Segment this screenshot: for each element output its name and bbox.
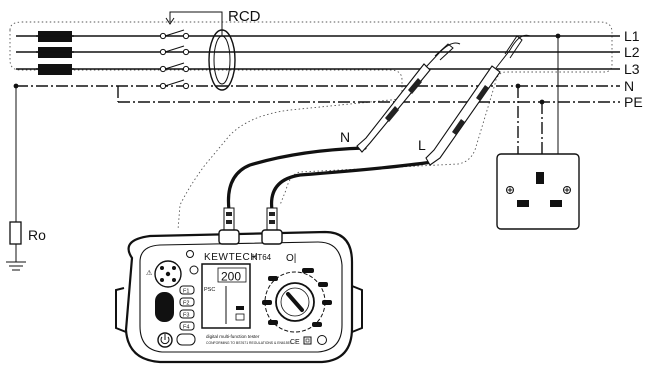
rcd-switch-contacts [159,29,190,90]
svg-text:F1: F1 [183,289,189,295]
model-name: KT64 [252,253,272,262]
lcd-display: 200 PSC [201,263,251,329]
label-l3: L3 [624,61,640,77]
label-pe: PE [624,94,643,110]
double-insulation-icon [303,336,312,345]
function-key-f3[interactable] [179,309,195,319]
function-keys: F1 F2 F3 F4 [179,285,195,331]
display-reading: 200 [221,270,241,284]
earth-touch-pad[interactable] [189,265,199,275]
power-symbol: O| [286,253,296,264]
ro-resistor [9,221,22,245]
bottom-caption-line2: CONFORMING TO BS7671 REGULATIONS & EN615… [206,341,291,345]
probe-n-label: N [340,129,350,145]
rotary-selector[interactable] [262,268,332,333]
rcd-bracket [169,11,223,36]
voltage-warning-icon: ⚠ [146,269,153,277]
svg-text:F4: F4 [183,325,189,331]
socket-outlet [496,153,580,230]
test-button[interactable] [155,292,174,322]
function-key-f4[interactable] [179,321,195,331]
label-l2: L2 [624,44,640,60]
settings-icon [186,250,194,258]
label-n: N [624,78,634,94]
probe-l-label: L [418,137,426,153]
function-key-f1[interactable] [179,285,195,295]
brand-name: KEWTECH [204,252,258,263]
ce-mark: CE [290,339,300,346]
svg-text:F3: F3 [183,313,189,319]
cat-rating-icon [317,335,327,345]
ro-label: Ro [28,227,46,243]
probe-live [269,34,531,212]
test-socket-dial[interactable] [154,260,182,288]
rcd-label: RCD [228,8,261,25]
bottom-caption-line1: digital multi-function tester [206,334,260,339]
probe-neutral [226,42,461,212]
display-mode: PSC [204,287,215,293]
rcd-bracket-arrow [165,17,175,25]
function-key-f2[interactable] [179,297,195,307]
label-l1: L1 [624,28,640,44]
rcd-toroid [208,29,236,91]
memory-button[interactable] [176,333,196,346]
svg-text:F2: F2 [183,301,189,307]
